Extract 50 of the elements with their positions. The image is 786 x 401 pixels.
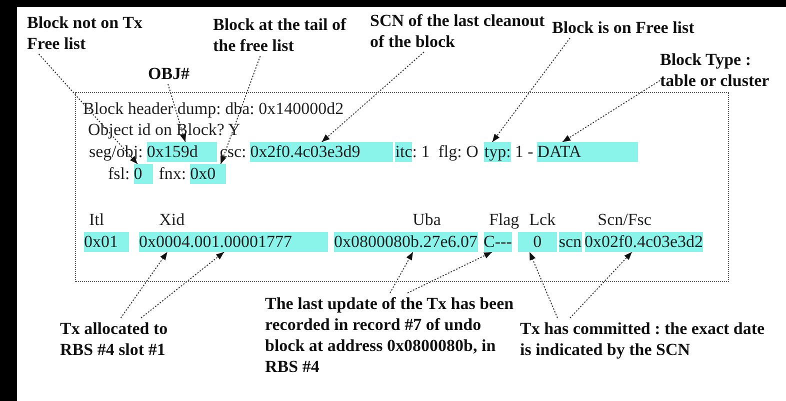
highlighted-field: 0x0004.001.00001777 (139, 232, 328, 252)
dump-text: csc: (220, 142, 246, 162)
highlighted-field: 0 (518, 232, 557, 252)
dump-text: 1 - (514, 142, 534, 162)
dump-text: seg/obj: (89, 142, 143, 162)
highlighted-field: scn (558, 232, 582, 252)
annotation-text: Block is on Free list (552, 17, 732, 38)
leader-line (529, 252, 558, 318)
leader-line (407, 252, 493, 294)
highlighted-field: 0x0800080b.27e6.07 (334, 232, 478, 252)
annotation-text: OBJ# (148, 63, 198, 84)
annotation-text: Tx has committed : the exact date is indicated by the SCN (520, 318, 770, 360)
highlighted-field: 0x0 (190, 164, 226, 184)
leader-line (140, 252, 225, 318)
annotation-text: SCN of the last cleanout of the block (370, 10, 550, 52)
highlighted-field: 0x02f0.4c03e3d2 (584, 232, 704, 252)
leader-line (120, 252, 168, 318)
dump-text: Xid (159, 210, 185, 230)
annotation-text: Block at the tail of the free list (213, 14, 348, 56)
dump-text: Itl (89, 210, 104, 230)
highlighted-field: 0 (134, 164, 153, 184)
leader-line (562, 80, 660, 142)
dump-text: : 1 flg: O (412, 142, 478, 162)
leader-line (492, 38, 570, 142)
highlighted-field: DATA (537, 142, 638, 162)
dump-text: Uba (412, 210, 441, 230)
leader-line (220, 56, 261, 164)
dump-text: fsl: (108, 164, 130, 184)
dump-text: Scn/Fsc (598, 210, 652, 230)
highlighted-field: 0x159d (146, 142, 217, 162)
annotation-text: Block Type : table or cluster (660, 49, 785, 91)
annotation-text: The last update of the Tx has been recorded in record #7 of undo block at address 0x0800080b, in RBS #4 (265, 293, 515, 377)
annotation-text: Tx allocated to RBS #4 slot #1 (60, 318, 195, 360)
dump-text: fnx: (158, 164, 186, 184)
dump-text: Block header dump: dba: 0x140000d2 (83, 99, 344, 119)
highlighted-field: 0x01 (84, 232, 129, 252)
highlighted-field: 0x2f0.4c03e3d9 (250, 142, 394, 162)
dump-text: Object id on Block? Y (88, 120, 240, 140)
leader-line (168, 84, 186, 142)
annotation-text: Block not on Tx Free list (27, 12, 145, 54)
leader-line (570, 252, 632, 318)
leader-line (321, 52, 424, 142)
highlighted-field: typ: (484, 142, 511, 162)
dump-text: Lck (529, 210, 556, 230)
leader-line (390, 252, 414, 294)
leader-line (38, 54, 138, 164)
dump-text: Flag (488, 210, 520, 230)
highlighted-field: itc (395, 142, 412, 162)
dump-frame (75, 92, 729, 282)
highlighted-field: C--- (484, 232, 512, 252)
